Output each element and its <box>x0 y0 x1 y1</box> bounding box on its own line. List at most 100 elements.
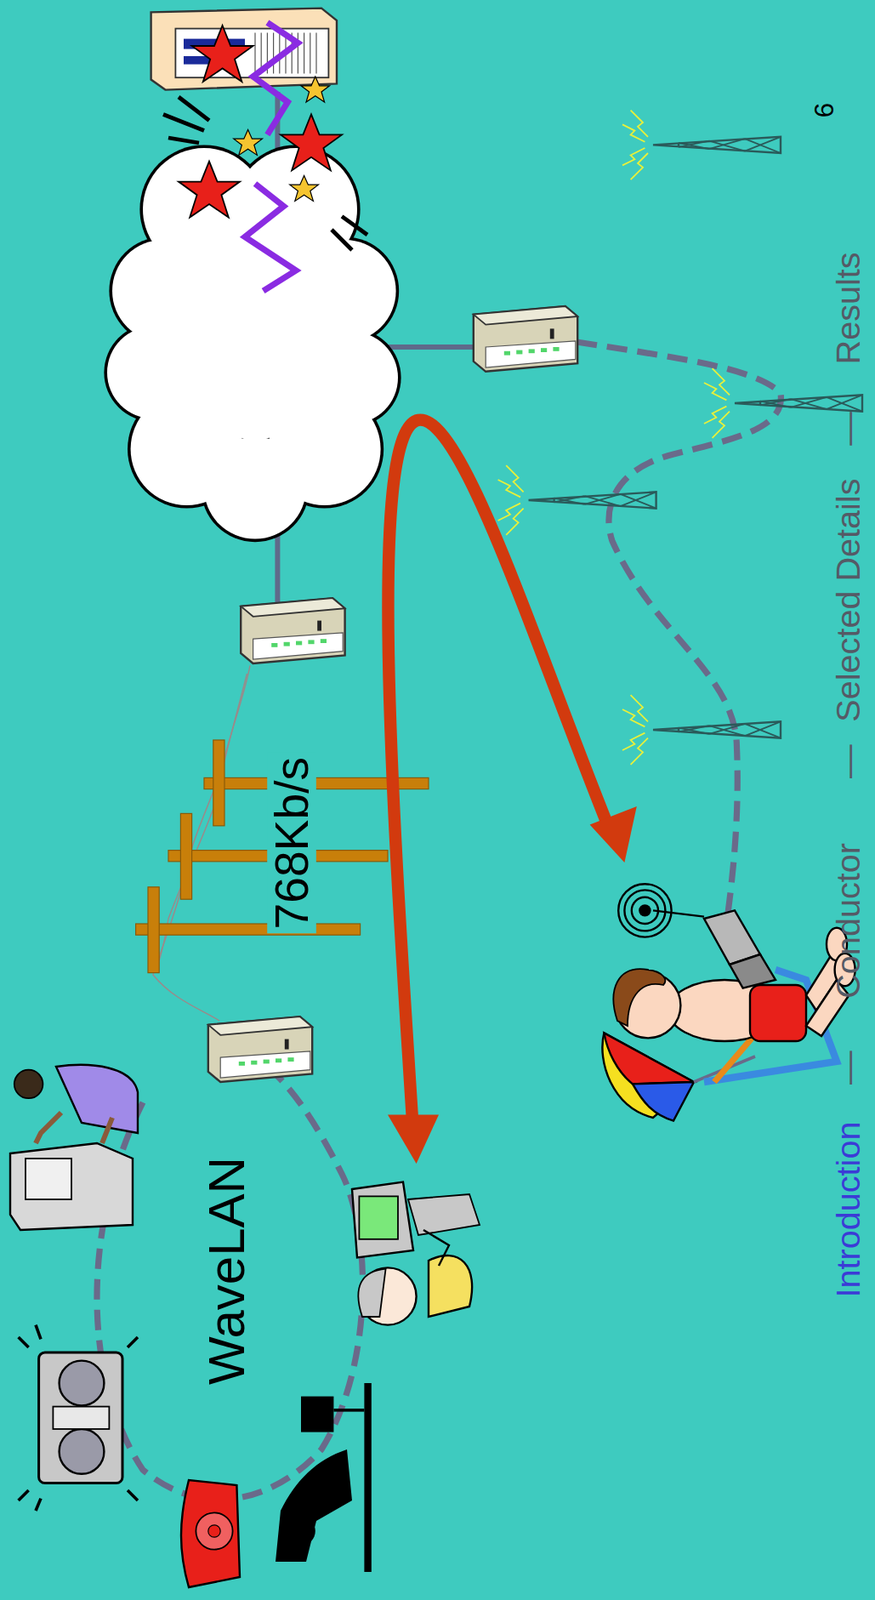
office-worker-part <box>10 1142 133 1230</box>
beach-user-part <box>618 883 671 937</box>
desk-user-part <box>428 1255 472 1317</box>
office-worker-part <box>25 1158 72 1199</box>
cloud <box>103 144 401 542</box>
radio-towers-part <box>498 465 657 535</box>
cloud-part <box>103 144 401 542</box>
telephone-poles-part <box>153 664 250 1021</box>
office-worker <box>10 1064 138 1230</box>
boombox-part <box>59 1428 105 1474</box>
server-part-part <box>315 32 317 74</box>
cloud-part-part <box>153 234 358 439</box>
server <box>151 8 337 91</box>
beach-user-part <box>632 1081 694 1121</box>
speed-label: 768Kb/s <box>267 752 317 933</box>
crash-symbols-part-part <box>331 229 353 250</box>
server-part <box>175 28 329 79</box>
crash-symbols-part <box>301 76 330 103</box>
boombox-part-part <box>35 1498 41 1511</box>
nav-item: Conductor <box>831 842 868 999</box>
crash-symbols-part <box>163 96 368 250</box>
red-arrows-part <box>387 1113 439 1164</box>
crash-symbols-part <box>289 175 319 201</box>
crash-symbols-part-part <box>178 96 210 121</box>
telephone-poles-part <box>213 739 225 826</box>
office-worker-part <box>35 1112 62 1143</box>
boombox-part-part <box>18 1489 29 1500</box>
crash-symbols-part-part <box>163 113 205 131</box>
telephone <box>181 1479 240 1587</box>
page-number: 6 <box>810 102 839 118</box>
nav-separator: — <box>831 411 868 446</box>
beach-user-part <box>653 909 705 916</box>
telephone-poles-part <box>180 812 192 899</box>
server-part-part <box>303 32 305 74</box>
cloud-part-part <box>204 437 307 540</box>
crash-symbols-part <box>280 113 342 171</box>
server-part-part <box>272 32 274 74</box>
desk-silhouette <box>275 1382 372 1572</box>
desk-silhouette-part <box>286 1516 316 1546</box>
beach-user-part <box>638 903 651 916</box>
boombox-part-part <box>127 1336 138 1347</box>
desk-silhouette-part <box>275 1448 353 1562</box>
office-worker-part <box>56 1064 138 1133</box>
desk-user-part <box>408 1193 480 1235</box>
network-links-part <box>379 344 478 350</box>
modems-part <box>473 306 578 372</box>
desk-user-part <box>357 1268 386 1317</box>
office-worker-part <box>102 1117 113 1143</box>
crash-symbols-part <box>233 129 263 155</box>
telephone-poles-part <box>147 886 160 973</box>
red-arrows-part <box>590 806 637 863</box>
nav-item: Introduction <box>831 1121 868 1298</box>
crash-symbols-part-part <box>168 137 199 143</box>
telephone-poles-part <box>136 923 361 935</box>
office-worker-part <box>14 1069 44 1099</box>
desk-silhouette-part <box>333 1408 364 1412</box>
server-part-part <box>309 32 311 74</box>
radio-towers-part <box>622 110 781 181</box>
crash-symbols-part <box>178 161 240 218</box>
desk-user <box>352 1181 480 1325</box>
crash-symbols-part <box>244 183 296 291</box>
beach-user-part <box>729 954 776 989</box>
beach-user-part <box>631 897 659 924</box>
cloud-part <box>107 147 398 540</box>
beach-user-part <box>603 1032 694 1084</box>
crash-symbols <box>163 22 368 291</box>
desk-silhouette-part <box>301 1396 334 1432</box>
crash-symbols-part-part <box>341 215 368 235</box>
boombox-part-part <box>35 1324 41 1340</box>
desk-silhouette-part <box>363 1382 371 1572</box>
modems-part <box>240 597 345 664</box>
desk-user-part <box>423 1229 449 1266</box>
nav-separator: — <box>831 1050 868 1085</box>
radio-towers-part <box>622 694 781 765</box>
telephone-poles-part-part <box>153 664 250 1021</box>
network-label: WaveLAN <box>199 1156 254 1385</box>
beach-user-part <box>624 889 665 931</box>
red-arrows <box>387 420 637 1164</box>
server-part <box>151 8 337 91</box>
boombox <box>18 1324 138 1511</box>
nav-separator: — <box>831 744 868 779</box>
telephone-part <box>208 1524 221 1537</box>
server-part-part <box>297 32 299 74</box>
server-part-part <box>254 32 256 74</box>
boombox-part-part <box>127 1489 138 1500</box>
dashed-radio-links-part <box>576 341 781 924</box>
beach-user-part <box>613 968 666 1026</box>
crash-symbols-part <box>192 25 254 82</box>
red-arrows-part <box>387 420 609 1133</box>
telephone-part <box>195 1511 233 1549</box>
boombox-part <box>52 1406 109 1429</box>
crash-symbols-part <box>253 22 299 135</box>
boombox-part <box>18 1324 138 1511</box>
telephone-part <box>181 1479 240 1587</box>
beach-user-part <box>750 984 807 1041</box>
desk-user-part <box>358 1195 398 1239</box>
boombox-part-part <box>18 1336 29 1347</box>
nav-item: Selected Details <box>831 478 868 722</box>
